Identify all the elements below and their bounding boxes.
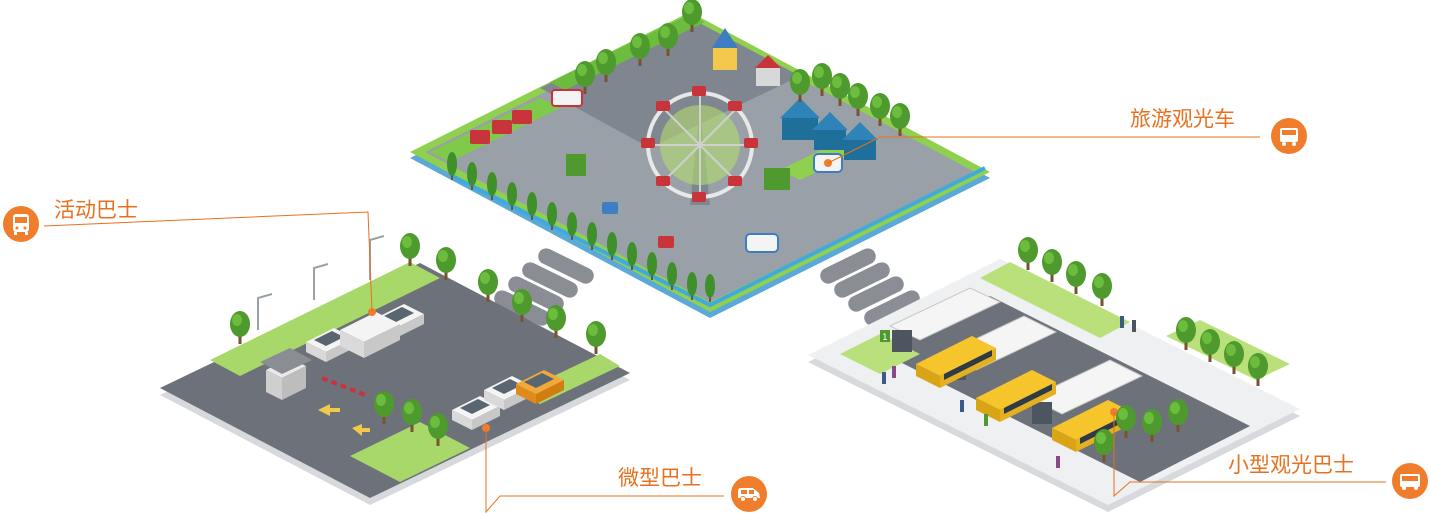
callout-activity-bus-label: 活动巴士 [54,198,138,222]
leader-mini-tour-bus [1113,412,1386,498]
station-lawn [980,262,1130,338]
leader-tour-car [827,136,1260,164]
callout-tour-car-badge [1271,118,1307,154]
callout-leader-lines [43,136,1386,514]
bay-number-1: 1 [882,333,888,343]
callout-activity-bus-badge [3,206,39,242]
van-icon [738,488,760,502]
carousel [712,28,781,86]
callout-micro-bus-badge [731,476,767,512]
callout-mini-tour-bus-badge [1392,463,1428,499]
parked-cars [306,304,564,430]
bus-icon [1280,128,1298,146]
crosswalk-right [820,248,920,326]
ferris-wheel [641,86,758,205]
parking-lawn [210,262,440,376]
parking-barrier [321,376,369,398]
bus-icon [13,214,29,235]
leader-activity-bus [43,211,373,313]
amusement-park [410,0,990,318]
guard-booth [260,348,312,400]
arrow-marking [318,404,340,416]
green-kiosks [566,154,790,190]
callout-tour-car-label: 旅游观光车 [1130,107,1235,131]
passengers [882,316,1136,468]
tent-pavilions [780,98,878,160]
callout-mini-tour-bus-label: 小型观光巴士 [1228,453,1354,477]
leader-micro-bus [485,428,724,514]
parking-lot [160,233,630,505]
bus-icon [1400,474,1420,490]
bus-station: 1 2 3 [808,237,1300,512]
food-stalls [470,110,674,248]
callout-micro-bus-label: 微型巴士 [618,466,702,490]
